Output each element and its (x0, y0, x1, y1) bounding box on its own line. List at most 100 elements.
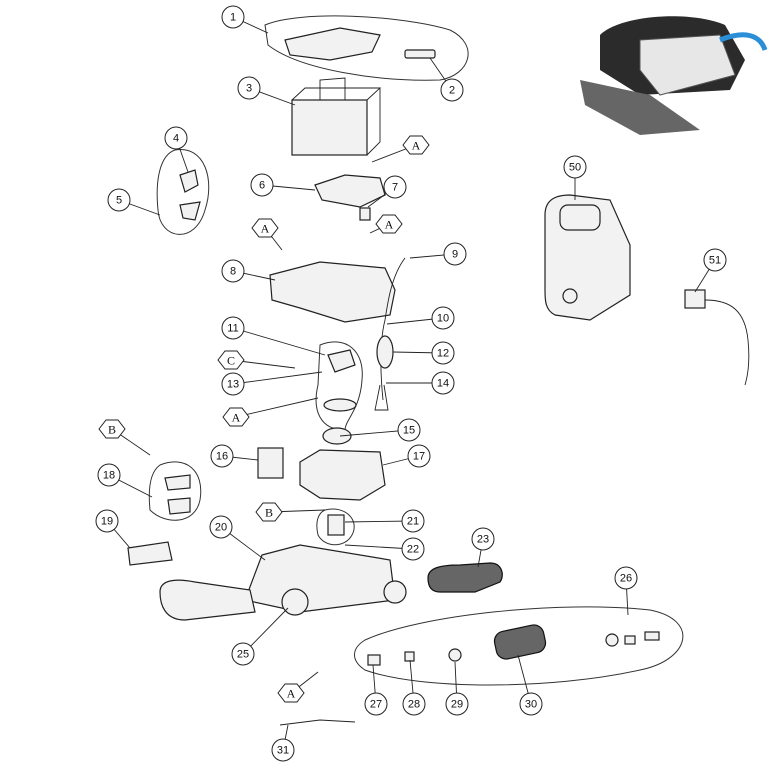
part-wheel-25 (281, 588, 309, 616)
callout-13: 13 (221, 371, 323, 396)
callout-label: 9 (452, 249, 458, 261)
part-filter-lid (314, 174, 386, 208)
callout-label: 15 (403, 425, 415, 437)
circle-marker (231, 642, 255, 666)
hexagon-marker (277, 683, 305, 703)
circle-marker (563, 155, 587, 179)
part-float-12 (376, 335, 394, 369)
callout-4: 4 (164, 126, 189, 173)
circle-marker (397, 418, 421, 442)
circle-marker (221, 259, 245, 283)
callout-label: 17 (413, 451, 425, 463)
callout-label: 1 (230, 12, 236, 24)
circle-marker (221, 5, 245, 29)
circle-marker (431, 306, 455, 330)
callout-label: 2 (449, 85, 455, 97)
callout-label: 6 (259, 180, 265, 192)
part-brush-strip-31 (279, 719, 356, 726)
callout-15: 15 (339, 418, 421, 442)
circle-marker (164, 126, 188, 150)
circle-marker (407, 444, 431, 468)
callout-label: 12 (437, 348, 449, 360)
part-motor-unit-17 (299, 449, 386, 501)
part-motor-pad-21 (327, 514, 345, 536)
part-seal-15 (322, 427, 352, 445)
part-bushing-28 (404, 651, 415, 662)
callout-label: A (232, 411, 241, 425)
circle-marker (471, 527, 495, 551)
power-supply-50 (544, 194, 631, 321)
callout-label: A (261, 222, 270, 236)
callout-17: 17 (382, 444, 431, 468)
callout-8: 8 (221, 259, 276, 283)
callout-label: C (227, 354, 235, 368)
hexagon-marker (98, 419, 126, 439)
group-outline-motor-pad (316, 508, 355, 546)
part-rear-plate-19 (127, 541, 173, 566)
callout-label: 3 (246, 83, 252, 95)
callout-label: A (412, 139, 421, 153)
group-outline-clips (156, 149, 210, 235)
part-handle-loop-14 (374, 384, 389, 411)
callout-9: 9 (409, 242, 467, 266)
callout-19: 19 (95, 509, 131, 549)
circle-marker (401, 537, 425, 561)
callout-11: 11 (221, 316, 326, 356)
callout-30: 30 (517, 654, 543, 716)
callout-50: 50 (563, 155, 587, 200)
callout-label: A (287, 687, 296, 701)
callout-2: 2 (429, 57, 464, 102)
robot-product-image (580, 16, 768, 135)
part-axle-end-26a (605, 633, 619, 647)
callout-28: 28 (402, 659, 426, 716)
circle-marker (107, 188, 131, 212)
part-clip-5 (179, 201, 201, 221)
callout-label: 23 (477, 534, 489, 546)
callout-18: 18 (97, 463, 153, 498)
part-filter-basket (291, 77, 382, 156)
circle-marker (221, 372, 245, 396)
callout-label: 11 (227, 323, 238, 335)
callout-label: 26 (620, 573, 632, 585)
part-latch-18b (167, 497, 191, 515)
callout-label: 7 (392, 182, 398, 194)
part-brush-30 (493, 624, 547, 660)
callout-label: 31 (277, 745, 289, 757)
group-outline-latches (148, 461, 202, 521)
circle-marker (271, 738, 295, 762)
callout-20: 20 (209, 515, 266, 561)
part-swivel-cable (380, 257, 406, 401)
circle-marker (97, 463, 121, 487)
hexagon-marker (255, 502, 283, 522)
leader-line (232, 371, 323, 385)
callout-27: 27 (364, 664, 388, 716)
callout-label: 5 (116, 195, 122, 207)
callout-22: 22 (344, 537, 425, 561)
callout-14: 14 (386, 371, 455, 395)
hex-callout-A: A (277, 671, 319, 703)
part-chassis-20 (244, 544, 396, 613)
part-handle-clip (404, 49, 436, 59)
callout-label: 28 (408, 699, 420, 711)
part-pcb-16 (257, 447, 284, 479)
hexagon-marker (251, 218, 279, 238)
circle-marker (237, 76, 261, 100)
group-outline-impeller (315, 341, 363, 431)
hex-callout-A: A (371, 135, 430, 163)
hex-callout-A: A (369, 214, 403, 234)
callout-label: 18 (103, 470, 115, 482)
circle-marker (443, 242, 467, 266)
circle-marker (402, 692, 426, 716)
callout-label: 22 (407, 544, 419, 556)
hexagon-marker (217, 350, 245, 370)
part-impeller-cover (327, 349, 356, 373)
part-gear-29 (448, 648, 462, 662)
callout-label: 21 (407, 516, 419, 528)
callout-3: 3 (237, 76, 296, 106)
callout-6: 6 (250, 173, 316, 197)
part-left-track (159, 579, 256, 621)
hex-callout-C: C (217, 350, 296, 370)
hex-callout-A: A (222, 397, 319, 427)
callout-29: 29 (445, 661, 469, 716)
